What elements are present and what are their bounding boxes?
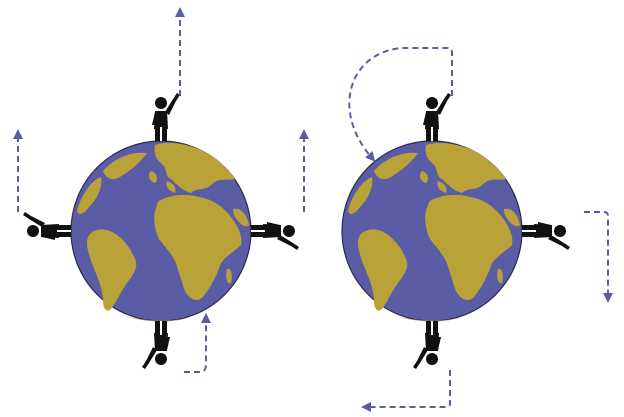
right-panel (341, 47, 613, 412)
person-top-icon (152, 93, 180, 141)
gravity-arrow-right-down (584, 211, 613, 303)
person-top-icon (423, 93, 451, 141)
person-left-icon (23, 212, 71, 240)
left-panel (13, 7, 309, 373)
person-right-icon (522, 222, 570, 250)
earth-globe-icon (70, 140, 252, 322)
person-bottom-icon (142, 321, 170, 369)
person-bottom-icon (413, 321, 441, 369)
earth-globe-icon (341, 140, 523, 322)
person-right-icon (251, 222, 299, 250)
gravity-arrow-bottom-left (361, 370, 451, 412)
gravity-arrow-bottom (184, 313, 211, 373)
